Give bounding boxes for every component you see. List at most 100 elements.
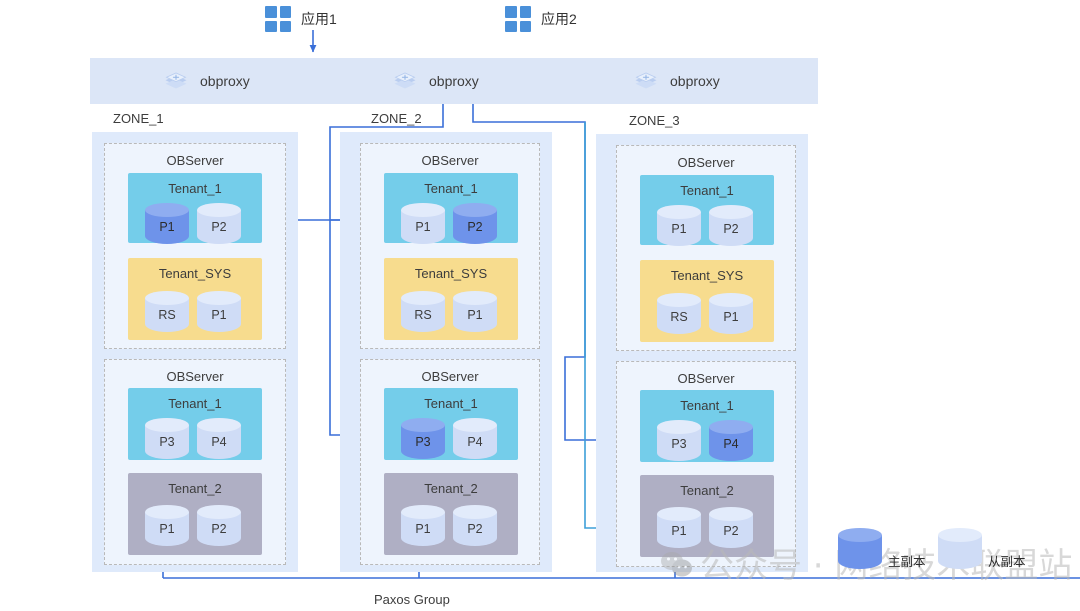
replica-p1-z1-s2-t2-1: P1 xyxy=(145,505,189,553)
replica-label: RS xyxy=(414,308,432,322)
app-1[interactable]: 应用1 xyxy=(265,6,337,32)
cylinder-top xyxy=(453,505,497,519)
cylinder-top xyxy=(453,203,497,217)
paxos-group-label: Paxos Group xyxy=(374,592,450,607)
app-label: 应用1 xyxy=(301,11,337,27)
obproxy-band xyxy=(90,58,818,104)
observer-title: OBServer xyxy=(677,371,735,386)
replica-p1-z2-s1-t1-1: P1 xyxy=(401,203,445,251)
cylinder-top xyxy=(401,418,445,432)
legend-replica-icon-1 xyxy=(838,528,882,576)
obproxy-3[interactable]: obproxy xyxy=(633,68,720,94)
replica-p1-z2-s2-t2-1: P1 xyxy=(401,505,445,553)
replica-label: P2 xyxy=(211,220,227,234)
tenant-title: Tenant_1 xyxy=(680,183,734,198)
replica-label: P1 xyxy=(671,524,687,538)
replica-label: P2 xyxy=(467,522,483,536)
replica-label: P1 xyxy=(415,220,431,234)
cylinder-top xyxy=(145,418,189,432)
replica-label: P1 xyxy=(415,522,431,536)
layers-icon xyxy=(163,68,189,94)
cylinder-top xyxy=(401,291,445,305)
replica-label: P2 xyxy=(723,222,739,236)
cylinder-top xyxy=(657,293,701,307)
cylinder-top xyxy=(938,528,982,542)
replica-p2-z3-s2-t2-2: P2 xyxy=(709,507,753,555)
replica-p1-z3-s1-t2-2: P1 xyxy=(709,293,753,341)
cylinder-top xyxy=(197,203,241,217)
tenant-title: Tenant_1 xyxy=(424,396,478,411)
observer-title: OBServer xyxy=(421,369,479,384)
replica-label: P4 xyxy=(723,437,739,451)
replica-p2-z3-s1-t1-2: P2 xyxy=(709,205,753,253)
replica-p2-z2-s2-t2-2: P2 xyxy=(453,505,497,553)
legend-label-1: 主副本 xyxy=(888,555,926,569)
tenant-title: Tenant_2 xyxy=(424,481,478,496)
replica-p2-z1-s1-t1-2: P2 xyxy=(197,203,241,251)
obproxy-label: obproxy xyxy=(200,73,250,89)
cylinder-top xyxy=(145,505,189,519)
watermark-text: 公众号 · 网络技术联盟站 xyxy=(700,546,1073,586)
obproxy-1[interactable]: obproxy xyxy=(163,68,250,94)
legend-label-2: 从副本 xyxy=(988,555,1026,569)
cylinder-top xyxy=(657,507,701,521)
replica-p4-z1-s2-t1-2: P4 xyxy=(197,418,241,466)
obproxy-2[interactable]: obproxy xyxy=(392,68,479,94)
cylinder-top xyxy=(709,420,753,434)
obproxy-label: obproxy xyxy=(429,73,479,89)
app-label: 应用2 xyxy=(541,11,577,27)
replica-p4-z2-s2-t1-2: P4 xyxy=(453,418,497,466)
cylinder-top xyxy=(453,418,497,432)
replica-label: P1 xyxy=(211,308,227,322)
cylinder-top xyxy=(709,205,753,219)
watermark: 公众号 · 网络技术联盟站 xyxy=(660,538,1072,587)
replica-p4-z3-s2-t1-2: P4 xyxy=(709,420,753,468)
tenant-title: Tenant_SYS xyxy=(414,266,488,281)
tenant-title: Tenant_2 xyxy=(680,483,734,498)
observer-title: OBServer xyxy=(677,155,735,170)
cylinder-top xyxy=(197,291,241,305)
replica-rs-z1-s1-t2-1: RS xyxy=(145,291,189,339)
replica-label: P3 xyxy=(415,435,431,449)
obproxy-label: obproxy xyxy=(670,73,720,89)
replica-p1-z2-s1-t2-2: P1 xyxy=(453,291,497,339)
replica-p2-z2-s1-t1-2: P2 xyxy=(453,203,497,251)
tenant-title: Tenant_1 xyxy=(168,396,222,411)
cylinder-top xyxy=(197,418,241,432)
replica-label: P1 xyxy=(723,310,739,324)
cylinder-top xyxy=(145,203,189,217)
replica-label: P2 xyxy=(467,220,483,234)
tenant-title: Tenant_1 xyxy=(680,398,734,413)
cylinder-top xyxy=(709,293,753,307)
replica-p2-z1-s2-t2-2: P2 xyxy=(197,505,241,553)
observer-title: OBServer xyxy=(421,153,479,168)
tenant-title: Tenant_SYS xyxy=(158,266,232,281)
tenant-title: Tenant_1 xyxy=(424,181,478,196)
replica-label: P1 xyxy=(159,522,175,536)
tenant-title: Tenant_SYS xyxy=(670,268,744,283)
app-grid-icon xyxy=(505,6,531,32)
replica-label: P1 xyxy=(467,308,483,322)
tenant-title: Tenant_2 xyxy=(168,481,222,496)
cylinder-top xyxy=(838,528,882,542)
replica-label: RS xyxy=(158,308,176,322)
cylinder-top xyxy=(401,203,445,217)
replica-p1-z3-s2-t2-1: P1 xyxy=(657,507,701,555)
zone-label-1: ZONE_1 xyxy=(113,111,164,126)
replica-label: P1 xyxy=(159,220,175,234)
app-2[interactable]: 应用2 xyxy=(505,6,577,32)
observer-title: OBServer xyxy=(166,369,224,384)
replica-label: P2 xyxy=(211,522,227,536)
layers-icon xyxy=(633,68,659,94)
legend-replica-icon-2 xyxy=(938,528,982,576)
replica-label: P2 xyxy=(723,524,739,538)
wechat-logo-icon xyxy=(660,548,694,578)
observer-title: OBServer xyxy=(166,153,224,168)
replica-label: RS xyxy=(670,310,688,324)
replica-p3-z1-s2-t1-1: P3 xyxy=(145,418,189,466)
app-grid-icon xyxy=(265,6,291,32)
replica-p3-z2-s2-t1-1: P3 xyxy=(401,418,445,466)
replica-p3-z3-s2-t1-1: P3 xyxy=(657,420,701,468)
replica-p1-z3-s1-t1-1: P1 xyxy=(657,205,701,253)
